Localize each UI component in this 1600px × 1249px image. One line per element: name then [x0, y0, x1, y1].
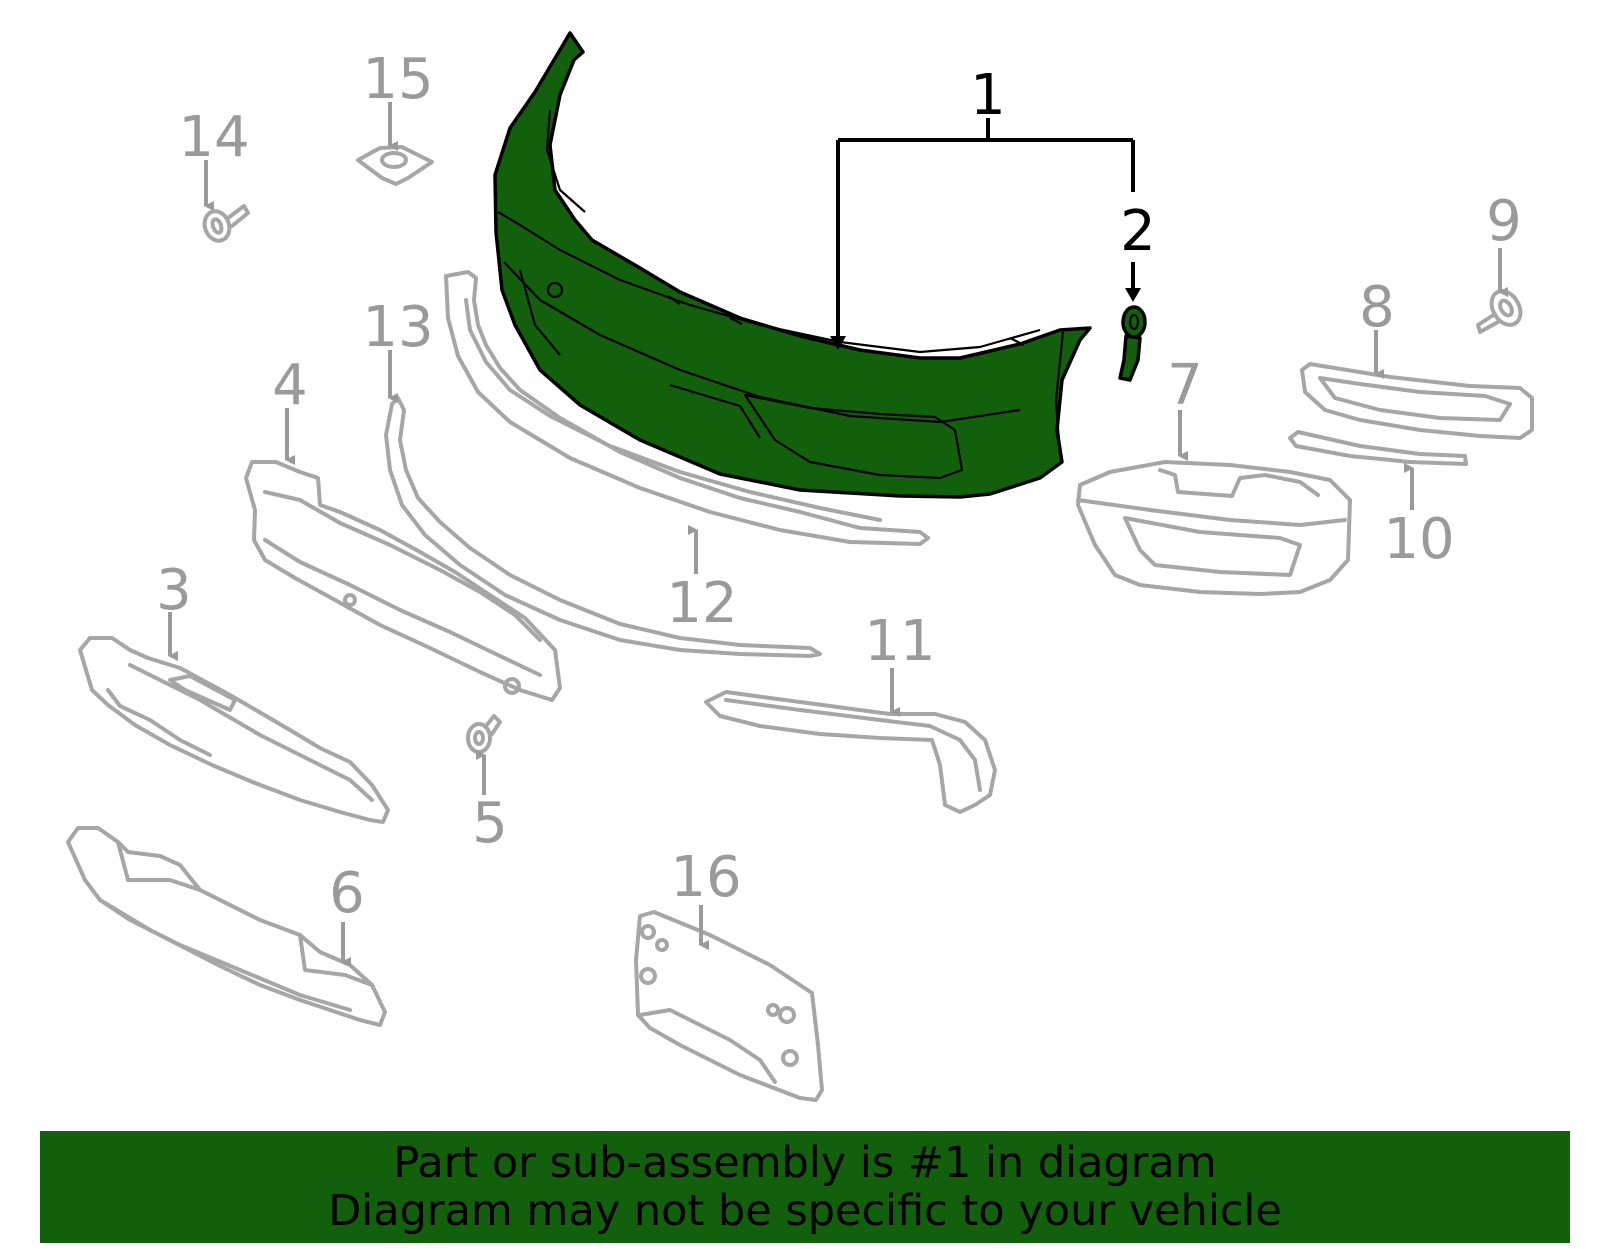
bumper-cover-part-1[interactable] — [493, 31, 1092, 499]
nut-part-15[interactable] — [356, 145, 434, 186]
notice-line-part: Part or sub-assembly is #1 in diagram — [393, 1138, 1217, 1188]
bolt-part-9[interactable] — [1476, 286, 1526, 334]
notice-line-disclaimer: Diagram may not be specific to your vehi… — [328, 1186, 1282, 1236]
callout-7: 7 — [1167, 353, 1203, 418]
callout-16: 16 — [670, 845, 741, 910]
absorber-part-3[interactable] — [78, 636, 390, 824]
leader-lines — [168, 102, 1508, 967]
trim-strip-part-12[interactable] — [444, 270, 930, 546]
bezel-part-7[interactable] — [1076, 460, 1352, 596]
strip-part-10[interactable] — [1288, 430, 1468, 466]
license-bracket-part-16[interactable] — [634, 910, 824, 1102]
callout-10: 10 — [1383, 507, 1454, 572]
callout-2: 2 — [1120, 199, 1156, 264]
callout-4: 4 — [272, 353, 308, 418]
diagram-notice-banner: Part or sub-assembly is #1 in diagram Di… — [40, 1131, 1570, 1243]
trim-part-13[interactable] — [384, 396, 822, 658]
callout-15: 15 — [362, 47, 433, 112]
callout-5: 5 — [472, 791, 508, 856]
reinforcement-part-4[interactable] — [244, 460, 562, 702]
clip-part-5[interactable] — [466, 714, 502, 754]
callout-14: 14 — [178, 105, 249, 170]
callout-11: 11 — [864, 609, 935, 674]
callout-1: 1 — [970, 63, 1006, 128]
absorber-part-6[interactable] — [66, 826, 387, 1027]
trim-part-8[interactable] — [1300, 362, 1534, 440]
callout-6: 6 — [329, 861, 365, 926]
callout-13: 13 — [362, 295, 433, 360]
callout-8: 8 — [1359, 275, 1395, 340]
bolt-part-14[interactable] — [201, 204, 250, 244]
clip-part-2[interactable] — [1118, 305, 1147, 382]
bracket-part-11[interactable] — [704, 690, 997, 814]
callout-3: 3 — [156, 558, 192, 623]
callout-9: 9 — [1486, 189, 1522, 254]
callout-12: 12 — [666, 571, 737, 636]
